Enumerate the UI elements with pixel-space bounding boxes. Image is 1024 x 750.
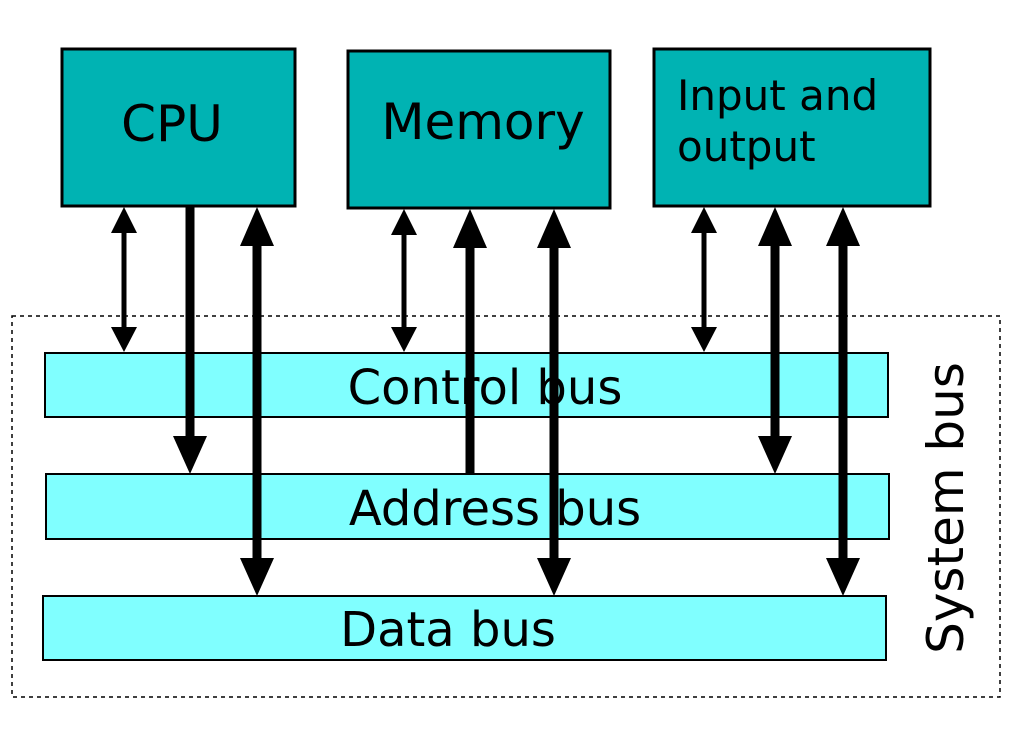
arrowhead-up	[691, 207, 717, 233]
system-bus-frame	[11, 315, 1001, 698]
arrowhead-up	[453, 209, 487, 248]
arrowhead-up	[240, 207, 274, 246]
io-control-arrow	[691, 207, 717, 352]
address-bus-label: Address bus	[349, 481, 641, 537]
cpu-box	[60, 47, 297, 208]
data-bus-label: Data bus	[340, 602, 556, 658]
arrowhead-down	[826, 558, 860, 596]
input-output-label-line2: output	[677, 122, 816, 171]
memory-data-arrow	[537, 209, 571, 596]
io-address-arrow	[758, 207, 792, 474]
arrowhead-up	[537, 209, 571, 248]
arrowhead-up	[391, 209, 417, 235]
memory-address-arrow	[453, 209, 487, 474]
input-output-box	[652, 47, 932, 208]
memory-box	[346, 49, 612, 210]
cpu-control-arrow	[111, 207, 137, 352]
cpu-data-arrow	[240, 207, 274, 596]
cpu-address-arrow	[173, 206, 207, 474]
memory-label: Memory	[381, 93, 584, 151]
arrowhead-up	[826, 207, 860, 246]
data-bus-bar	[42, 595, 887, 661]
memory-control-arrow	[391, 209, 417, 352]
arrowhead-down	[537, 558, 571, 596]
arrowhead-down	[111, 327, 137, 352]
arrowhead-down	[391, 327, 417, 352]
control-bus-label: Control bus	[348, 360, 623, 416]
input-output-label-line1: Input and	[677, 71, 878, 120]
arrowhead-down	[691, 327, 717, 352]
system-bus-label: System bus	[917, 362, 975, 654]
arrowhead-up	[111, 207, 137, 233]
cpu-label: CPU	[121, 95, 223, 153]
arrowhead-down	[240, 558, 274, 596]
arrowhead-down	[173, 436, 207, 474]
io-data-arrow	[826, 207, 860, 596]
arrowhead-up	[758, 207, 792, 246]
arrowhead-down	[758, 436, 792, 474]
